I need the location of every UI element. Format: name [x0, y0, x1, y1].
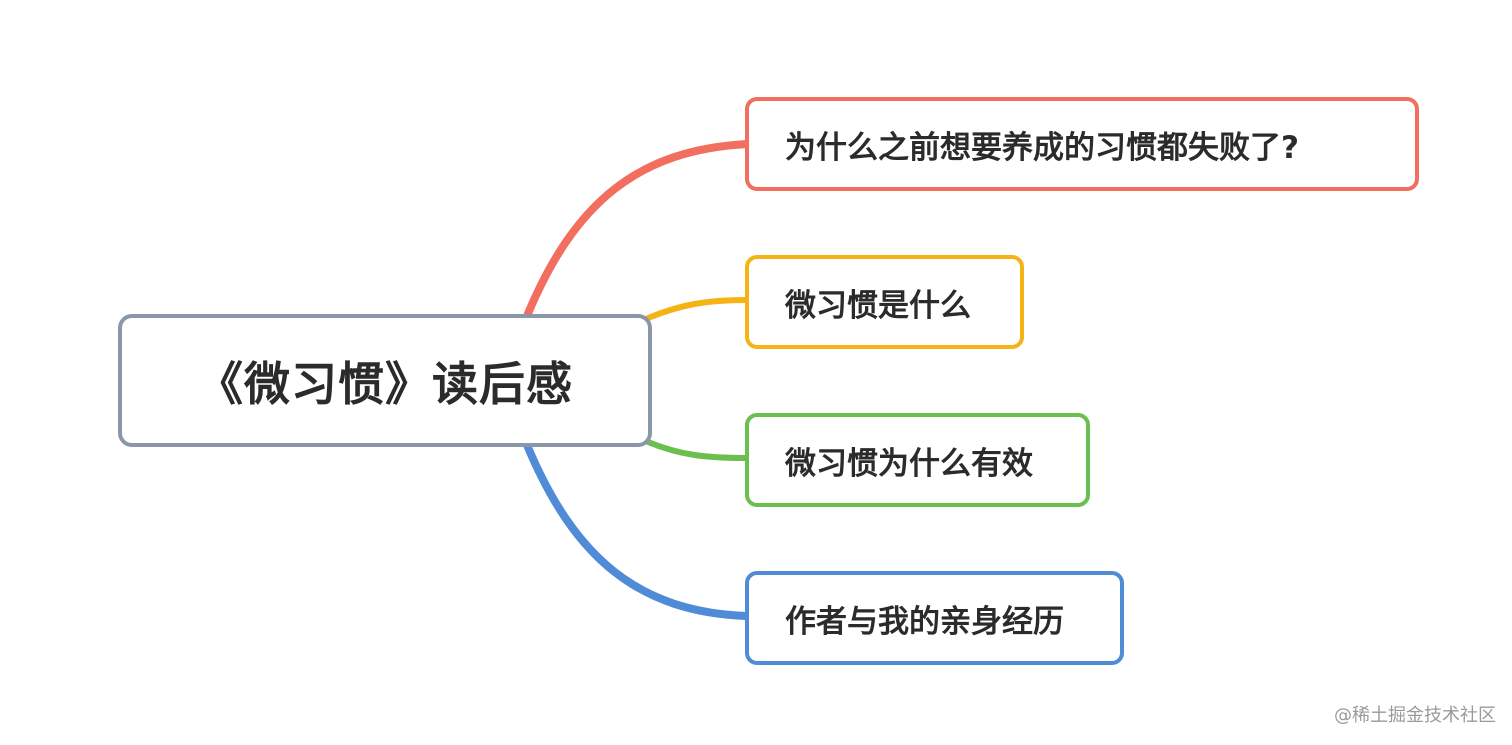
root-topic-label: 《微习惯》读后感 [197, 356, 573, 411]
watermark: @稀土掘金技术社区 [1334, 705, 1496, 726]
branch-topic-1-label: 为什么之前想要养成的习惯都失败了? [785, 129, 1299, 166]
root-topic[interactable]: 《微习惯》读后感 [118, 314, 652, 447]
branch-topic-4[interactable]: 作者与我的亲身经历 [745, 571, 1124, 665]
branch-topic-2[interactable]: 微习惯是什么 [745, 255, 1024, 349]
branch-topic-4-label: 作者与我的亲身经历 [785, 603, 1064, 640]
connector-branch-4 [523, 441, 751, 620]
branch-topic-3[interactable]: 微习惯为什么有效 [745, 413, 1090, 507]
branch-topic-1[interactable]: 为什么之前想要养成的习惯都失败了? [745, 97, 1419, 191]
branch-topic-3-label: 微习惯为什么有效 [785, 445, 1033, 482]
branch-topic-2-label: 微习惯是什么 [785, 287, 971, 324]
connector-branch-2 [645, 297, 750, 321]
connector-branch-3 [645, 439, 750, 461]
connector-branch-1 [523, 140, 751, 320]
